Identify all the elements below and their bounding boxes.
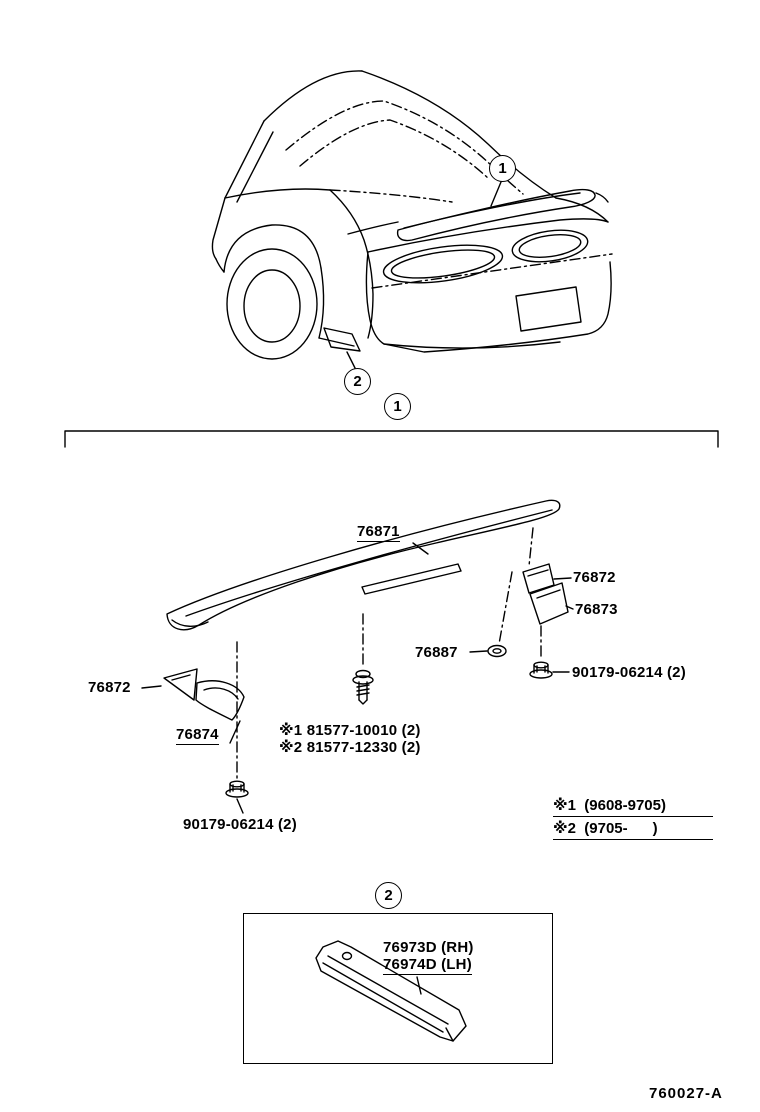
part-label-marker-lh-76974d: 76974D (LH) (383, 956, 472, 975)
section-2-frame (243, 913, 553, 1064)
part-label-marker-rh-76973d: 76973D (RH) (383, 939, 474, 956)
applicability-note-1: ※1 (9608-9705) (553, 797, 713, 817)
part-label-grommet-76887: 76887 (415, 644, 458, 661)
part-label-screw-variant-1: ※1 81577-10010 (2) (279, 722, 421, 739)
part-label-nut-right: 90179-06214 (2) (572, 664, 686, 681)
callout-section-1-number: 1 (393, 398, 402, 415)
part-label-retainer-left-76874: 76874 (176, 726, 219, 745)
part-label-pad-right-76872: 76872 (573, 569, 616, 586)
part-label-retainer-right-76873: 76873 (575, 601, 618, 618)
callout-section-2: 2 (375, 882, 402, 909)
callout-mudguard-on-car-number: 2 (353, 373, 362, 390)
callout-spoiler-on-car: 1 (489, 155, 516, 182)
callout-section-2-number: 2 (384, 887, 393, 904)
part-label-screw-variant-2: ※2 81577-12330 (2) (279, 739, 421, 756)
part-label-nut-left: 90179-06214 (2) (183, 816, 297, 833)
part-label-pad-left-76872: 76872 (88, 679, 131, 696)
applicability-note-2: ※2 (9705- ) (553, 820, 713, 840)
callout-mudguard-on-car: 2 (344, 368, 371, 395)
callout-section-1: 1 (384, 393, 411, 420)
callout-spoiler-on-car-number: 1 (498, 160, 507, 177)
part-label-spoiler-76871: 76871 (357, 523, 400, 542)
drawing-number: 760027-A (649, 1085, 723, 1102)
applicability-notes: ※1 (9608-9705) ※2 (9705- ) (553, 797, 713, 840)
